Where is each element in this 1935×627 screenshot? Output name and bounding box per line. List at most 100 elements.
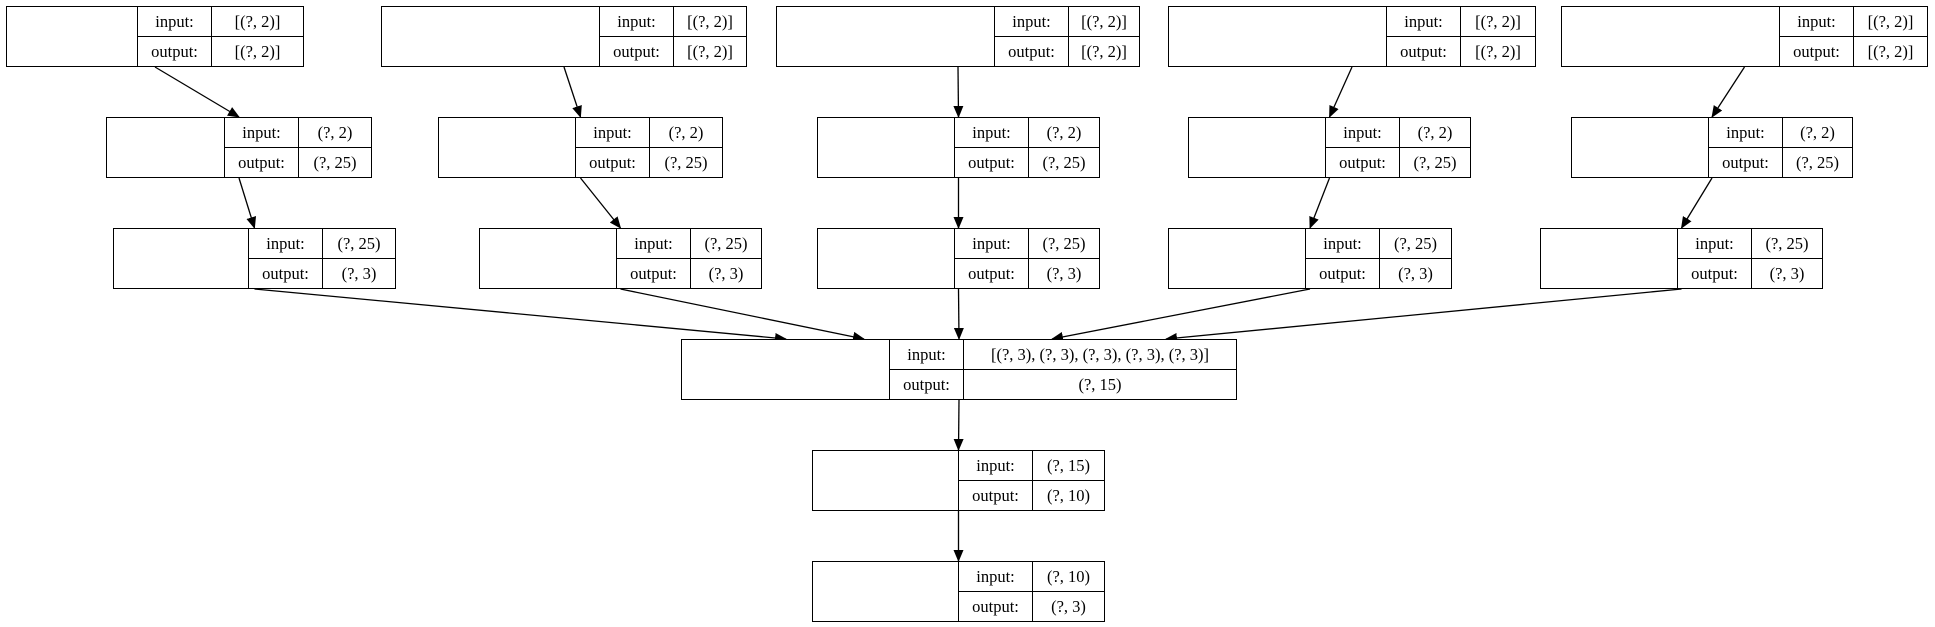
output-row: output:[(?, 2)] [1387, 36, 1535, 66]
input-label: input: [959, 451, 1033, 480]
layer-node-dense-10: input:(?, 15)output: (?, 10) [812, 450, 1105, 511]
output-row: output:(?, 3) [955, 258, 1099, 288]
input-label: input: [890, 340, 964, 369]
layer-name [114, 229, 249, 288]
output-shape: (?, 3) [708, 263, 744, 283]
edge-dense-8-to-dense-9 [1680, 177, 1713, 229]
edge-dense-to-dense-1 [238, 177, 257, 229]
output-shape: (?, 10) [1046, 485, 1091, 505]
input-shape: [(?, 3), (?, 3), (?, 3), (?, 3), (?, 3)] [990, 344, 1210, 364]
layer-ports: input: [(?, 3), (?, 3), (?, 3), (?, 3), (… [890, 340, 1236, 399]
input-row: input:(?, 15) [959, 451, 1104, 480]
output-row: output:(?, 25) [1709, 147, 1852, 177]
layer-node-concatenate: input: [(?, 3), (?, 3), (?, 3), (?, 3), (… [681, 339, 1237, 400]
layer-node-dense-7: input:(?, 25)output:(?, 3) [1168, 228, 1452, 289]
layer-ports: input:(?, 25)output:(?, 3) [1678, 229, 1822, 288]
edge-dense-6-to-dense-7 [1309, 177, 1331, 229]
output-row: output: (?, 15) [890, 369, 1236, 399]
layer-ports: input:(?, 2)output:(?, 25) [955, 118, 1099, 177]
layer-name [1541, 229, 1678, 288]
output-shape: (?, 3) [1398, 263, 1433, 283]
output-row: output:(?, 25) [576, 147, 722, 177]
layer-node-dense-3: input:(?, 25)output:(?, 3) [479, 228, 762, 289]
input-label: input: [138, 7, 212, 36]
output-label: output: [890, 370, 964, 399]
output-label: output: [600, 37, 674, 66]
layer-name [480, 229, 617, 288]
input-label: input: [249, 229, 323, 258]
output-label: output: [955, 259, 1029, 288]
input-row: input:[(?, 2)] [995, 7, 1139, 36]
layer-node-dense-9: input:(?, 25)output:(?, 3) [1540, 228, 1823, 289]
layer-ports: input:(?, 2)output:(?, 25) [1709, 118, 1852, 177]
output-label: output: [1678, 259, 1752, 288]
input-row: input:(?, 2) [955, 118, 1099, 147]
output-label: output: [576, 148, 650, 177]
input-shape: (?, 2) [317, 122, 353, 142]
output-row: output: [(?, 2)] [1780, 36, 1927, 66]
input-row: input:[(?, 2)] [1780, 7, 1927, 36]
input-row: input:(?, 2) [576, 118, 722, 147]
input-label: input: [1306, 229, 1380, 258]
output-shape: [(?, 2)] [687, 41, 733, 61]
output-row: output:(?, 3) [959, 591, 1104, 621]
output-row: output:(?, 3) [249, 258, 395, 288]
layer-name [1169, 7, 1387, 66]
output-label: output: [1306, 259, 1380, 288]
output-label: output: [249, 259, 323, 288]
output-shape: [(?, 2)] [1867, 41, 1914, 61]
input-row: input:[(?, 2)] [600, 7, 746, 36]
input-row: input:[(?, 2)] [138, 7, 303, 36]
output-label: output: [959, 481, 1033, 510]
layer-name [777, 7, 995, 66]
input-row: input:(?, 25) [1678, 229, 1822, 258]
input-row: input: [(?, 3), (?, 3), (?, 3), (?, 3), (… [890, 340, 1236, 369]
layer-name [1572, 118, 1709, 177]
input-shape: [(?, 2)] [1081, 11, 1127, 31]
input-shape: [(?, 2)] [1475, 11, 1521, 31]
edge-dense-4-input-to-dense-4 [953, 66, 964, 118]
edge-dense-8-input-to-dense-8 [1711, 66, 1746, 118]
layer-ports: input:(?, 25)output:(?, 3) [1306, 229, 1451, 288]
layer-name [682, 340, 890, 399]
layer-node-dense-5: input:(?, 25)output:(?, 3) [817, 228, 1100, 289]
input-shape: (?, 25) [337, 233, 381, 253]
output-label: output: [955, 148, 1029, 177]
input-row: input:(?, 2) [1709, 118, 1852, 147]
input-label: input: [576, 118, 650, 147]
output-row: output: (?, 25) [225, 147, 371, 177]
layer-node-dense-8: input:(?, 2)output:(?, 25) [1571, 117, 1853, 178]
input-label: input: [1709, 118, 1783, 147]
output-shape: [(?, 2)] [1081, 41, 1127, 61]
input-label: input: [1780, 7, 1854, 36]
layer-ports: input:[(?, 2)]output: [(?, 2)] [1780, 7, 1927, 66]
input-shape: (?, 2) [1417, 122, 1453, 142]
output-shape: (?, 15) [1078, 374, 1122, 394]
layer-node-dense-input: input:[(?, 2)]output:[(?, 2)] [6, 6, 304, 67]
layer-ports: input:[(?, 2)]output: [(?, 2)] [600, 7, 746, 66]
layer-node-dense: input: (?, 2) output: (?, 25) [106, 117, 372, 178]
edge-dense-5-to-concatenate [953, 288, 964, 340]
output-shape: (?, 3) [1051, 596, 1086, 616]
input-shape: [(?, 2)] [687, 11, 733, 31]
layer-node-dense-4-input: input:[(?, 2)]output:[(?, 2)] [776, 6, 1140, 67]
input-label: input: [225, 118, 299, 147]
layer-ports: input:(?, 25)output:(?, 3) [955, 229, 1099, 288]
layer-name [813, 451, 959, 510]
output-shape: (?, 25) [1795, 152, 1840, 172]
output-label: output: [1780, 37, 1854, 66]
layer-ports: input:(?, 10)output:(?, 3) [959, 562, 1104, 621]
layer-node-dense-4: input:(?, 2)output:(?, 25) [817, 117, 1100, 178]
output-label: output: [225, 148, 299, 177]
layer-name [107, 118, 225, 177]
output-row: output:[(?, 2)] [995, 36, 1139, 66]
input-row: input:[(?, 2)] [1387, 7, 1535, 36]
layer-ports: input:[(?, 2)]output:[(?, 2)] [995, 7, 1139, 66]
edge-dense-1-to-concatenate [254, 288, 787, 343]
edge-concatenate-to-dense-10 [953, 399, 964, 451]
layer-name [818, 229, 955, 288]
output-row: output: [(?, 2)] [600, 36, 746, 66]
layer-node-dense-6: input:(?, 2)output:(?, 25) [1188, 117, 1471, 178]
output-shape: (?, 25) [313, 152, 357, 172]
output-row: output:[(?, 2)] [138, 36, 303, 66]
